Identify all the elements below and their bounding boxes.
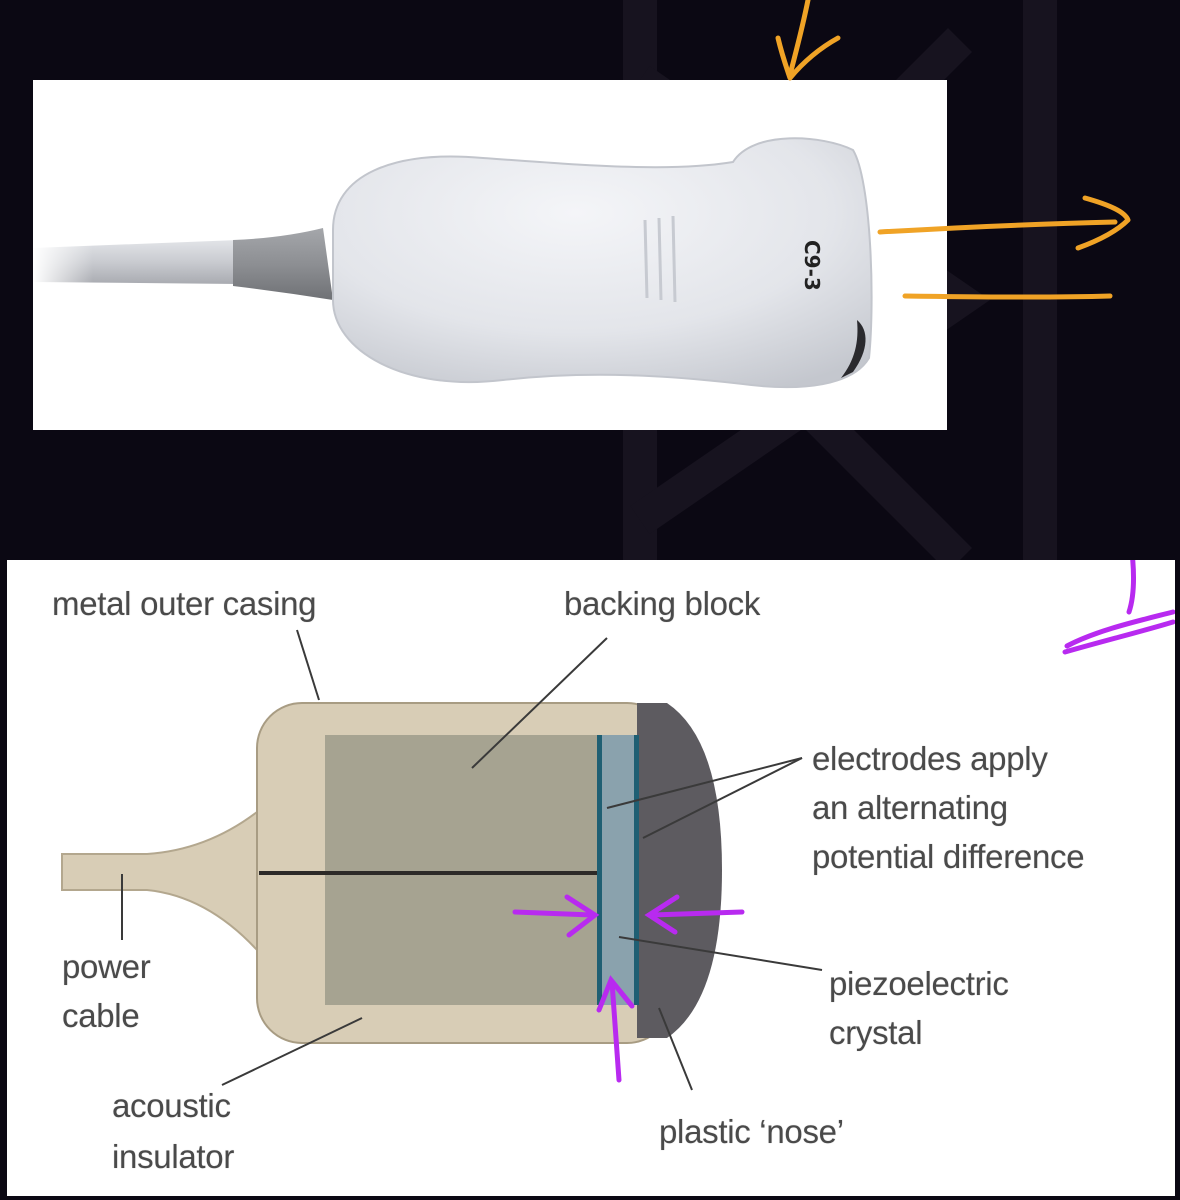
probe-model-label: C9-3 [800,240,824,291]
label-acoustic-line2: insulator [112,1138,235,1175]
label-acoustic-line1: acoustic [112,1087,231,1124]
power-cable-shape [61,809,258,953]
ultrasound-probe-photo: C9-3 [33,137,873,389]
purple-annotations [512,560,1175,1083]
label-piezo-line1: piezoelectric [829,965,1009,1002]
label-backing-block: backing block [564,585,761,622]
leader-lines [121,629,823,1091]
label-piezo-line2: crystal [829,1014,923,1051]
probe-photo-panel: C9-3 [33,80,947,430]
electrode-left [597,735,602,1005]
label-electrodes-line1: electrodes apply [812,740,1048,777]
label-power-cable-line1: power [62,948,151,985]
label-electrodes-line2: an alternating [812,789,1008,826]
label-power-cable-line2: cable [62,997,140,1034]
plastic-nose-shape [637,703,722,1038]
piezoelectric-crystal-shape [599,735,637,1005]
label-plastic-nose: plastic ‘nose’ [659,1113,844,1150]
label-electrodes-line3: potential difference [812,838,1085,875]
backing-block-shape [325,735,597,1005]
transducer-cross-section [61,560,1175,1091]
label-metal-outer-casing: metal outer casing [52,585,317,622]
electrode-right [634,735,639,1005]
transducer-diagram-panel: metal outer casing backing block electro… [7,560,1175,1196]
